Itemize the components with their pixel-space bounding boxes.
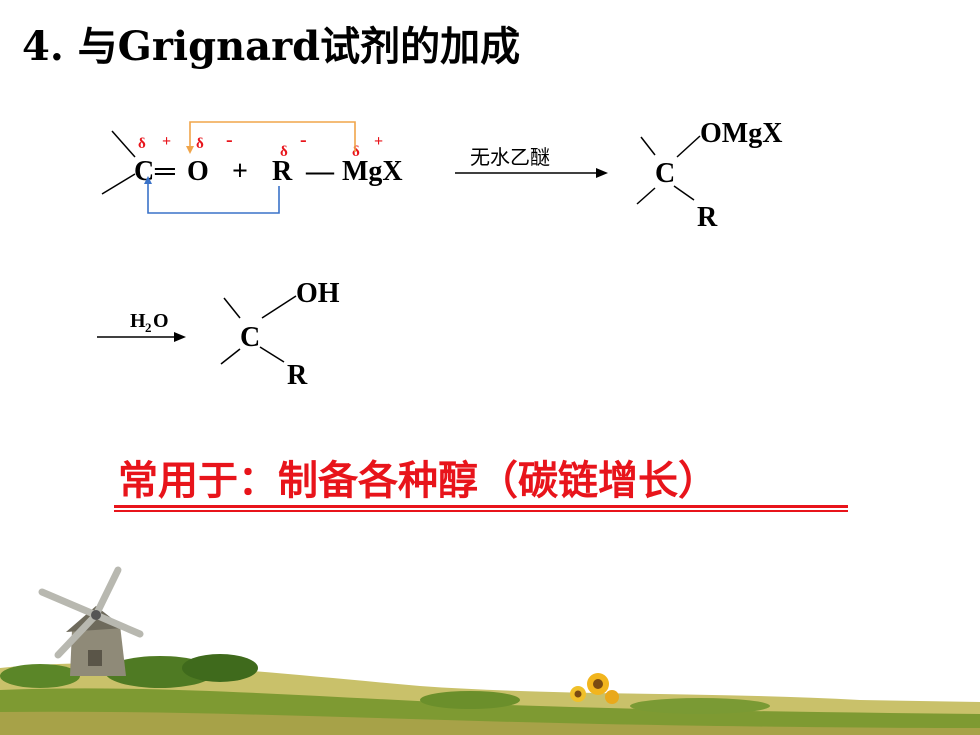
blue-arrow [147,183,280,214]
charge-minus-oxygen: - [226,129,233,151]
orange-arrow [189,121,356,152]
product2-carbon: C [240,322,260,353]
delta-r: δ [280,144,288,160]
reagent-h: H [130,310,146,332]
soil-band [0,711,980,735]
r-group: R [272,156,293,187]
mgx-group: MgX [342,156,403,187]
delta-carbon: δ [138,136,146,152]
bond-line [261,295,297,319]
windmill-blades [38,566,144,659]
charge-plus-mg: + [374,133,383,150]
product2-oh: OH [296,278,340,309]
bush [182,654,258,682]
bond-line [223,297,241,319]
product1-omgx: OMgX [700,118,782,149]
bond-line [259,346,285,363]
orange-arrowhead [186,146,194,154]
product1-r: R [697,202,718,233]
windmill-hub [91,610,101,620]
blue-arrowhead [144,176,152,184]
product2-r: R [287,360,308,391]
carbonyl-carbon: C [134,156,154,187]
sunflower [605,690,619,704]
sunflower-center [593,679,603,689]
condition-label: 无水乙醚 [470,145,550,169]
bush [420,691,520,709]
landscape-decoration [0,566,980,735]
bush [630,698,770,714]
plus-sign: + [232,156,248,187]
carbonyl-oxygen: O [187,156,209,187]
single-bond: — [305,156,335,187]
slide-title: 4. 与Grignard试剂的加成 [22,23,521,70]
bond-line [673,185,695,201]
reaction-arrowhead [174,332,186,342]
summary-underline-2 [114,510,848,512]
bond-line [220,348,241,365]
bond-line [640,136,656,156]
summary-underline [114,505,848,508]
double-bond: ═ [154,156,175,187]
bond-line [111,130,136,158]
windmill-window [88,650,102,666]
summary-text: 常用于：制备各种醇（碳链增长） [118,458,718,504]
bond-line [676,135,701,158]
charge-minus-r: - [300,129,307,151]
bond-line [101,173,136,195]
delta-oxygen: δ [196,136,204,152]
reagent-subscript: 2 [145,320,152,335]
charge-plus-carbon: + [162,133,171,150]
bush [0,664,80,688]
sunflower-center [574,690,582,698]
reagent-o: O [153,310,169,332]
delta-mg: δ [352,144,360,160]
bond-line [636,187,656,205]
product1-carbon: C [655,158,675,189]
reaction-arrowhead [596,168,608,178]
